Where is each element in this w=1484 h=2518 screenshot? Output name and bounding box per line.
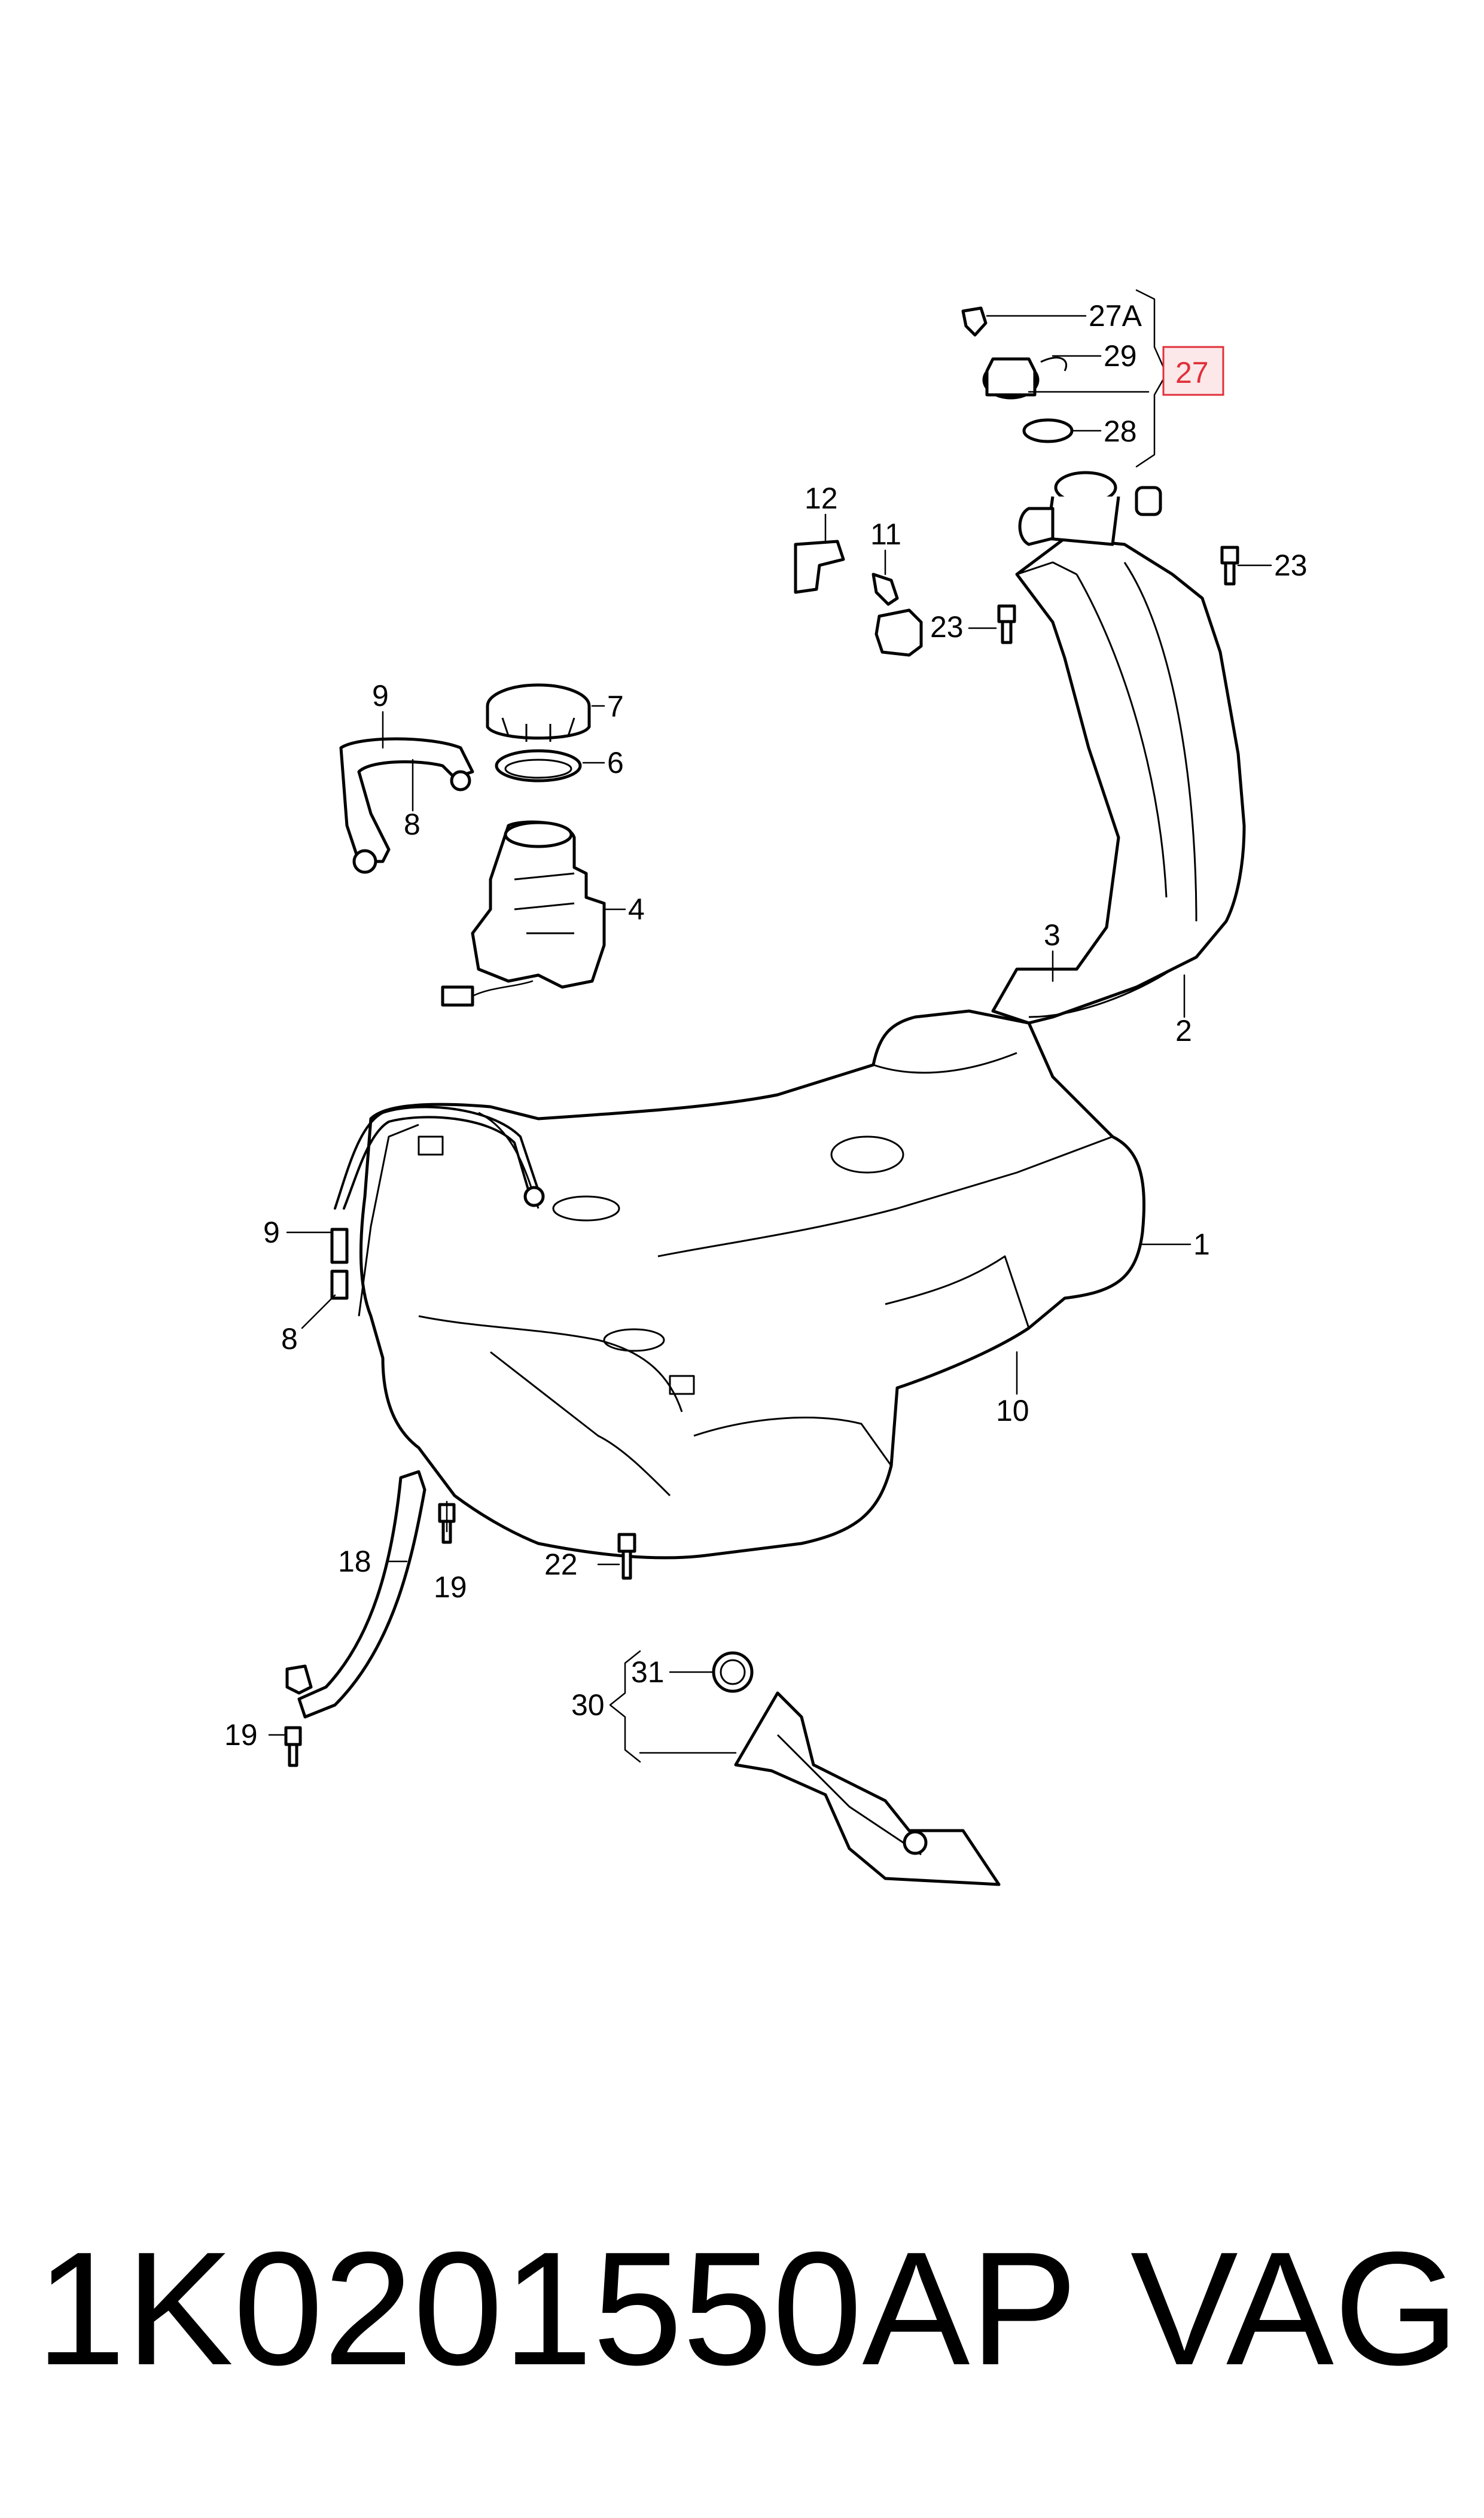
locking-nut (486, 683, 591, 742)
bolt-22 (617, 1533, 636, 1580)
label-31: 31 (631, 1655, 665, 1689)
label-23-right: 23 (1274, 549, 1308, 582)
label-4: 4 (628, 893, 645, 926)
label-12: 12 (805, 482, 838, 515)
clip-31 (712, 1651, 754, 1693)
label-29: 29 (1104, 339, 1137, 373)
tank-strap (285, 1470, 426, 1719)
label-2: 2 (1175, 1014, 1192, 1048)
fuel-sender-unit (441, 820, 606, 1007)
label-23-left: 23 (930, 610, 964, 644)
fuel-cap-assembly (961, 306, 1074, 443)
label-1: 1 (1193, 1228, 1210, 1261)
label-7: 7 (607, 690, 624, 723)
part-labels: 27A 29 27 28 12 11 23 23 9 7 6 8 4 3 2 1… (224, 299, 1308, 1752)
footer: 1K0201550AP VAG (36, 2219, 1459, 2399)
fuel-tank (358, 1009, 1145, 1560)
label-8-top: 8 (404, 808, 420, 841)
bolt-19-lower (284, 1726, 302, 1767)
filler-neck (991, 471, 1246, 1025)
brand: VAG (1130, 2219, 1459, 2399)
label-27A: 27A (1089, 299, 1142, 333)
label-22: 22 (544, 1548, 578, 1581)
label-18: 18 (338, 1545, 371, 1578)
tank-fuel-lines (330, 1106, 545, 1300)
bolt-23-right (1220, 546, 1239, 586)
part-number: 1K0201550AP (36, 2219, 1078, 2399)
part-12-breather-hose (794, 540, 845, 594)
bolt-23-left (997, 604, 1016, 644)
fuel-line-loop (339, 737, 474, 874)
label-28: 28 (1104, 415, 1137, 448)
label-6: 6 (607, 746, 624, 780)
label-9-bottom: 9 (263, 1216, 280, 1249)
label-3: 3 (1044, 918, 1061, 952)
leader-lines (268, 289, 1272, 1763)
label-9-top: 9 (372, 679, 389, 713)
label-19-upper: 19 (434, 1570, 467, 1604)
label-19-lower: 19 (224, 1718, 258, 1752)
label-8-bottom: 8 (281, 1322, 298, 1356)
part-11-breather-valve (871, 573, 923, 657)
highlight-box-27 (1162, 346, 1224, 396)
heat-shield (734, 1691, 1001, 1886)
sealing-ring (495, 749, 582, 783)
label-11: 11 (870, 517, 901, 551)
label-30: 30 (571, 1688, 605, 1722)
label-10: 10 (996, 1394, 1029, 1427)
label-27: 27 (1175, 356, 1209, 389)
